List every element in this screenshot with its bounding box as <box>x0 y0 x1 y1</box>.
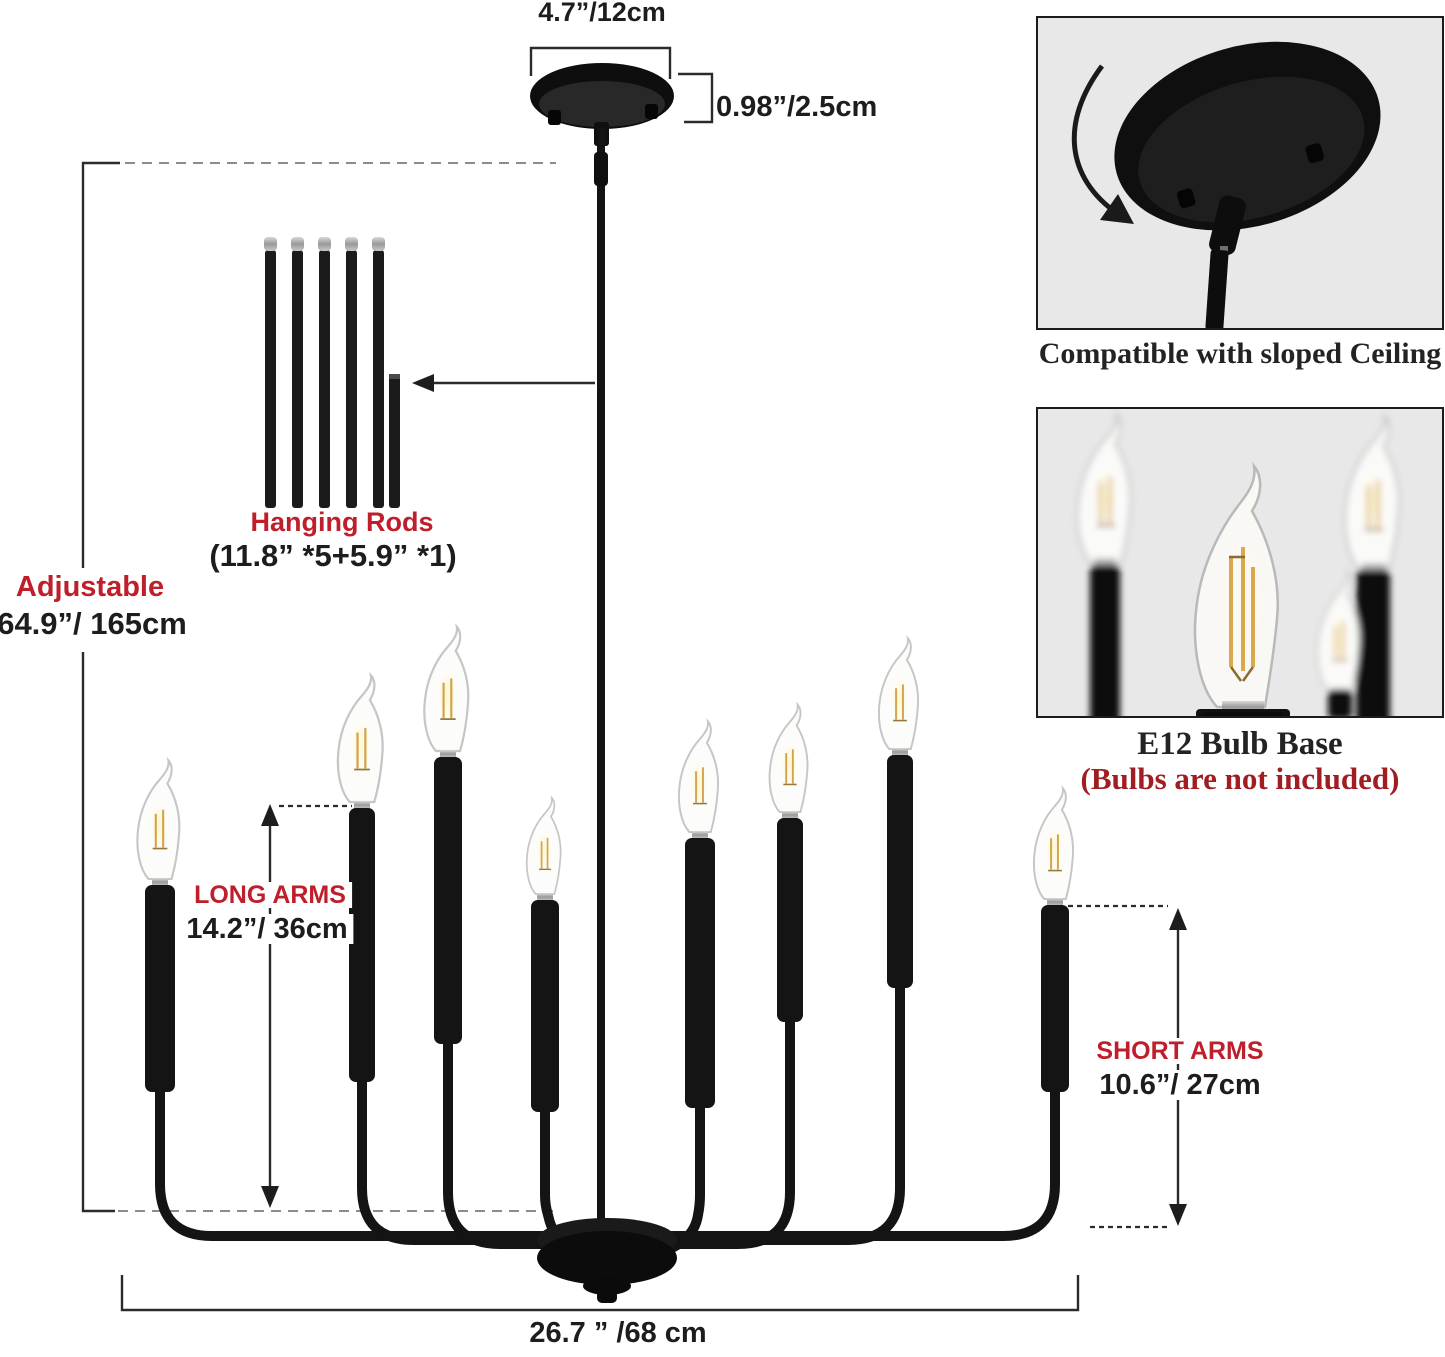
down-arrow-icon <box>1169 1204 1187 1226</box>
candle <box>423 625 470 1044</box>
candle-arm <box>602 979 905 1245</box>
hanging-rods-label: Hanging Rods <box>250 507 434 537</box>
candles <box>136 625 1075 1112</box>
long-arms-label: LONG ARMS <box>188 882 352 908</box>
rod-thread-cap <box>264 237 385 251</box>
candle <box>877 637 920 988</box>
candle-arm <box>357 1073 612 1245</box>
candle-arm <box>443 1035 612 1249</box>
e12-bulb <box>1193 461 1290 716</box>
bulb-closeup-graphic <box>1076 413 1401 716</box>
candle <box>525 797 562 1112</box>
candle-arm <box>602 1085 1060 1241</box>
arrowheads <box>261 374 1187 1226</box>
canopy-width-bracket <box>529 46 672 79</box>
bulb-base-caption: E12 Bulb Base <box>1137 726 1343 762</box>
overall-width-label: 26.7 ” /68 cm <box>529 1317 707 1349</box>
overall-width-line <box>120 1275 1080 1312</box>
canopy-height-label: 0.98”/2.5cm <box>716 91 878 123</box>
up-arrow-icon <box>261 804 279 826</box>
canopy-width-label: 4.7”/12cm <box>538 0 666 27</box>
candle <box>768 703 809 1022</box>
up-arrow-icon <box>1169 908 1187 930</box>
hanging-rods-spec: (11.8” *5+5.9” *1) <box>209 538 457 573</box>
left-arrow-icon <box>412 374 434 392</box>
long-rod <box>265 250 384 508</box>
sloped-ceiling-inset <box>1036 16 1444 330</box>
sloped-ceiling-graphic <box>1071 41 1381 328</box>
candle <box>336 674 384 1082</box>
dimension-lines <box>81 46 1180 1312</box>
candle <box>1032 787 1075 1092</box>
adjustable-line-bottom <box>81 652 115 1213</box>
arms <box>155 979 1060 1261</box>
down-rod <box>597 128 605 1248</box>
adjustable-value: 64.9”/ 165cm <box>0 606 187 641</box>
ceiling-canopy <box>530 63 674 146</box>
blurred-side-candle <box>1316 415 1401 716</box>
candle <box>136 759 181 1092</box>
bulbs-not-included-caption: (Bulbs are not included) <box>1080 761 1400 796</box>
reference-dashed-lines <box>118 162 560 1212</box>
candle-arm <box>155 1085 612 1241</box>
curved-rotation-arrow-icon <box>1071 64 1134 224</box>
down-arrow-icon <box>261 1186 279 1208</box>
swivel-joint <box>1205 195 1246 328</box>
canopy-height-bracket <box>678 72 714 124</box>
short-arms-label: SHORT ARMS <box>1090 1038 1270 1064</box>
bulb-closeup-inset <box>1036 407 1444 718</box>
filament <box>1229 547 1255 671</box>
center-hub <box>537 1218 677 1303</box>
short-rod <box>389 374 400 508</box>
long-arms-value: 14.2”/ 36cm <box>180 914 354 944</box>
short-arms-value: 10.6”/ 27cm <box>1093 1070 1267 1100</box>
candle <box>677 720 720 1108</box>
tilted-canopy <box>1114 41 1381 231</box>
sloped-ceiling-caption: Compatible with sloped Ceiling <box>1038 337 1442 370</box>
chandelier <box>136 63 1075 1303</box>
adjustable-line-top <box>81 161 120 568</box>
rod-coupler <box>594 152 608 186</box>
adjustable-label: Adjustable <box>15 571 165 603</box>
blurred-side-candle <box>1076 413 1132 716</box>
hanging-rods <box>264 237 400 508</box>
